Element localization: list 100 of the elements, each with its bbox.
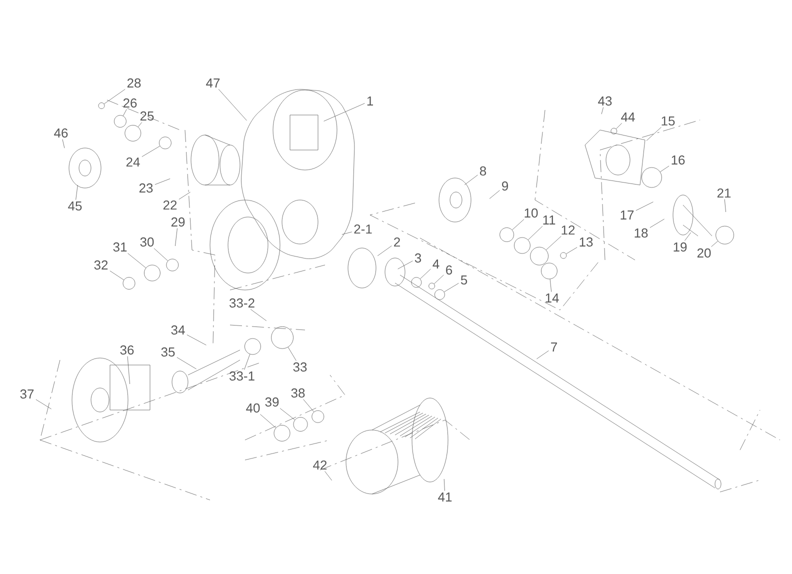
leader-line: [324, 471, 332, 481]
callout-number: 7: [551, 342, 557, 352]
leader-line: [444, 283, 459, 292]
callout-number: 39: [265, 397, 279, 407]
leader-line: [176, 357, 196, 370]
callout-number: 8: [480, 166, 486, 176]
part-outline: [434, 289, 445, 300]
callout-number: 45: [68, 201, 82, 211]
callout-number: 5: [460, 275, 468, 285]
callout-number: 46: [54, 128, 68, 138]
leader-line: [250, 309, 267, 321]
leader-line: [303, 399, 314, 412]
callout-number: 29: [171, 217, 185, 227]
leader-line: [244, 354, 250, 370]
leader-line: [110, 270, 124, 280]
part-outline: [271, 326, 294, 349]
callout-number: 40: [246, 403, 260, 413]
part-outline: [642, 167, 662, 188]
callout-number: 35: [161, 347, 175, 357]
part-outline: [716, 226, 734, 244]
leader-line: [178, 192, 190, 200]
callout-number: 34: [171, 325, 185, 335]
part-outline: [411, 277, 422, 288]
callout-number: 21: [717, 188, 731, 198]
leader-line: [142, 146, 160, 157]
part-outline: [274, 425, 290, 442]
callout-number: 22: [163, 200, 177, 210]
part-outline: [500, 228, 514, 242]
leader-line: [650, 218, 664, 228]
part-outline: [159, 136, 172, 150]
leader-line: [398, 260, 413, 270]
callout-number: 33-1: [230, 371, 254, 381]
leader-line: [175, 228, 178, 246]
part-outline: [428, 282, 435, 290]
callout-number: 33-2: [230, 298, 254, 308]
callout-number: 12: [562, 225, 575, 235]
leader-line: [377, 246, 392, 256]
leader-line: [260, 414, 276, 428]
part-outline: [530, 246, 548, 266]
callout-number: 30: [140, 237, 154, 247]
callout-number: 2: [394, 237, 400, 247]
callout-number: 47: [206, 78, 220, 88]
callout-number: 24: [126, 157, 140, 167]
part-outline: [166, 258, 179, 272]
leader-line: [616, 122, 622, 130]
callout-number: 4: [432, 260, 440, 268]
leader-line: [711, 240, 718, 247]
part-outline: [122, 277, 136, 290]
callout-number: 9: [502, 181, 508, 191]
leader-line: [62, 139, 65, 148]
callout-number: 15: [662, 116, 675, 126]
callout-number: 43: [598, 96, 612, 106]
part-outline: [560, 252, 567, 259]
leader-line: [550, 278, 552, 292]
leader-line: [218, 88, 247, 121]
callout-number: 17: [620, 210, 634, 220]
leader-line: [280, 408, 296, 420]
leader-line: [420, 268, 431, 280]
leader-line: [154, 248, 168, 262]
leader-line: [684, 232, 691, 241]
part-outline: [98, 102, 105, 109]
callout-number: 33: [293, 362, 307, 372]
leader-line: [324, 103, 365, 122]
callout-number: 20: [697, 248, 711, 258]
leader-line: [186, 334, 206, 346]
part-outline: [610, 128, 618, 134]
leader-line: [122, 109, 127, 116]
part-outline: [293, 417, 308, 432]
callout-number: 14: [546, 294, 559, 302]
callout-number: 44: [621, 112, 635, 122]
leader-line: [546, 236, 562, 250]
callout-number: 3: [414, 253, 422, 263]
leader-line: [288, 347, 296, 361]
leader-line: [601, 107, 604, 114]
leader-line: [444, 478, 445, 492]
leader-line: [489, 190, 500, 199]
leader-line: [104, 89, 126, 104]
leader-line: [566, 247, 578, 254]
callout-number: 36: [120, 345, 134, 355]
leader-line: [528, 226, 543, 240]
callout-number: 28: [127, 78, 141, 88]
callout-number: 16: [672, 155, 685, 165]
callout-number: 37: [20, 389, 34, 399]
callout-number: 32: [94, 260, 108, 270]
part-outline: [144, 264, 160, 282]
callout-number: 26: [123, 98, 137, 108]
callout-number: 31: [113, 242, 127, 252]
callout-number: 41: [438, 492, 452, 502]
callout-number: 19: [674, 242, 687, 252]
leader-line: [724, 199, 726, 212]
leader-line: [36, 399, 52, 410]
part-outline: [541, 262, 558, 280]
callout-number: 11: [543, 216, 556, 224]
callout-number: 42: [313, 460, 327, 470]
leader-line: [154, 178, 170, 185]
leader-line: [128, 253, 146, 268]
leader-line: [512, 219, 524, 230]
leader-line: [138, 122, 142, 128]
callout-number: 18: [634, 228, 648, 238]
callout-number: 6: [446, 265, 452, 275]
